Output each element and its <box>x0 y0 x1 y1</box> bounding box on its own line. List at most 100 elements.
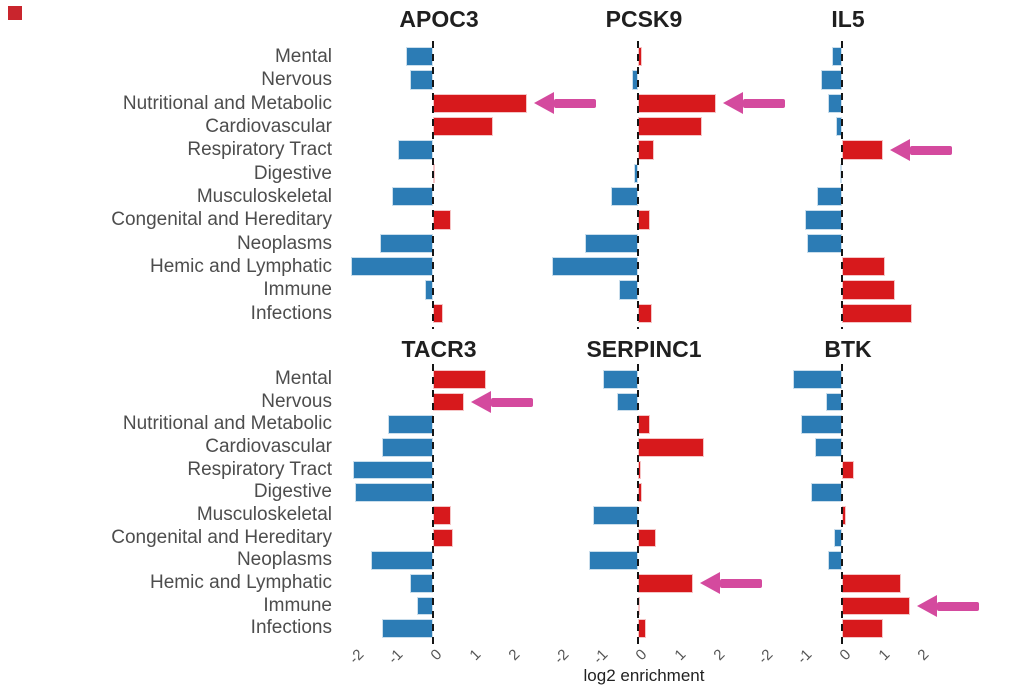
bar-btk-0 <box>793 370 842 389</box>
bar-pcsk9-11 <box>638 303 652 323</box>
bar-il5-2 <box>828 93 842 113</box>
x-tick-label: 2 <box>710 646 729 664</box>
bar-tacr3-2 <box>388 415 433 434</box>
x-tick-label: 1 <box>466 646 485 664</box>
bar-serpinc1-11 <box>638 619 646 638</box>
highlight-arrow-apoc3 <box>533 92 596 115</box>
category-label: Respiratory Tract <box>187 458 332 480</box>
zero-line <box>637 364 639 644</box>
bar-apoc3-8 <box>380 233 433 253</box>
category-label: Nervous <box>261 390 332 412</box>
category-label: Nutritional and Metabolic <box>122 413 332 435</box>
bar-btk-3 <box>814 438 842 457</box>
bar-il5-4 <box>842 140 883 160</box>
bar-il5-9 <box>842 257 885 277</box>
x-tick-label: 1 <box>875 646 894 664</box>
bar-pcsk9-9 <box>552 257 638 277</box>
bar-apoc3-7 <box>433 210 451 230</box>
bar-serpinc1-3 <box>638 438 705 457</box>
arrow-head-icon <box>699 572 720 595</box>
bar-serpinc1-9 <box>638 574 693 593</box>
category-label: Mental <box>274 46 332 67</box>
category-label: Neoplasms <box>236 549 332 571</box>
category-label: Nervous <box>261 69 332 91</box>
x-tick-label: 1 <box>671 646 690 664</box>
bar-btk-4 <box>842 460 854 480</box>
zero-line <box>432 41 434 329</box>
highlight-arrow-serpinc1 <box>699 572 762 595</box>
bar-apoc3-0 <box>405 47 433 67</box>
panel-serpinc1 <box>549 364 739 644</box>
category-label: Digestive <box>253 481 332 503</box>
bar-pcsk9-10 <box>618 280 638 300</box>
facet-title-btk: BTK <box>824 336 872 362</box>
arrow-tail <box>909 145 952 155</box>
bar-serpinc1-8 <box>589 551 638 570</box>
x-axis-label: log2 enrichment <box>583 666 705 685</box>
zero-line <box>432 364 434 644</box>
highlight-arrow-btk <box>917 595 980 617</box>
bar-il5-11 <box>842 303 913 323</box>
arrow-head-icon <box>917 595 938 617</box>
category-label: Cardiovascular <box>205 436 332 457</box>
bar-apoc3-2 <box>433 93 527 113</box>
category-label: Immune <box>263 279 332 301</box>
panel-tacr3 <box>344 364 534 644</box>
x-tick-label: -1 <box>589 646 612 668</box>
x-tick-label: 0 <box>836 646 855 664</box>
bar-pcsk9-4 <box>638 140 654 160</box>
category-label: Neoplasms <box>236 232 332 254</box>
arrow-head-icon <box>533 92 554 115</box>
bar-pcsk9-8 <box>585 233 638 253</box>
category-label: Infections <box>250 302 332 324</box>
highlight-arrow-il5 <box>889 139 952 161</box>
bar-apoc3-1 <box>409 70 433 90</box>
panel-il5 <box>753 41 943 329</box>
category-label: Nutritional and Metabolic <box>122 92 332 114</box>
x-tick-label: -1 <box>793 646 816 668</box>
category-label: Hemic and Lymphatic <box>150 256 332 277</box>
bar-btk-8 <box>828 551 842 570</box>
bar-apoc3-3 <box>433 117 494 137</box>
category-label: Congenital and Hereditary <box>111 526 332 548</box>
arrow-tail <box>553 98 596 108</box>
bar-serpinc1-0 <box>602 370 638 389</box>
x-tick-label: 2 <box>505 646 524 664</box>
bar-btk-9 <box>842 574 901 593</box>
arrow-tail <box>937 601 980 611</box>
bar-apoc3-11 <box>433 303 443 323</box>
arrow-head-icon <box>723 92 743 115</box>
bar-il5-6 <box>816 187 842 207</box>
category-label: Hemic and Lymphatic <box>150 572 332 593</box>
x-tick-label: -2 <box>754 646 777 668</box>
zero-line <box>637 41 639 329</box>
category-label: Mental <box>274 368 332 389</box>
panel-btk <box>753 364 943 644</box>
x-tick-label: 2 <box>914 646 933 664</box>
arrow-head-icon <box>889 139 910 161</box>
bar-btk-10 <box>842 596 911 616</box>
bar-il5-7 <box>804 210 842 230</box>
bar-tacr3-4 <box>353 460 433 480</box>
highlight-arrow-tacr3 <box>471 391 534 413</box>
category-label: Musculoskeletal <box>196 504 332 525</box>
panel-apoc3 <box>344 41 534 329</box>
zero-line <box>841 41 843 329</box>
bar-tacr3-5 <box>355 483 433 502</box>
bar-tacr3-1 <box>433 392 465 412</box>
bar-btk-5 <box>810 483 842 502</box>
facet-title-il5: IL5 <box>831 6 865 32</box>
bar-tacr3-10 <box>417 596 433 616</box>
bar-il5-1 <box>820 70 842 90</box>
bar-apoc3-6 <box>392 187 433 207</box>
arrow-head-icon <box>471 391 492 413</box>
bar-tacr3-7 <box>433 528 453 548</box>
bar-il5-10 <box>842 280 895 300</box>
arrow-tail <box>719 578 762 588</box>
category-label: Digestive <box>253 162 332 184</box>
arrow-tail <box>743 98 785 108</box>
bar-pcsk9-6 <box>610 187 638 207</box>
bar-serpinc1-1 <box>616 392 638 412</box>
bar-pcsk9-3 <box>638 117 703 137</box>
x-tick-label: 0 <box>632 646 651 664</box>
